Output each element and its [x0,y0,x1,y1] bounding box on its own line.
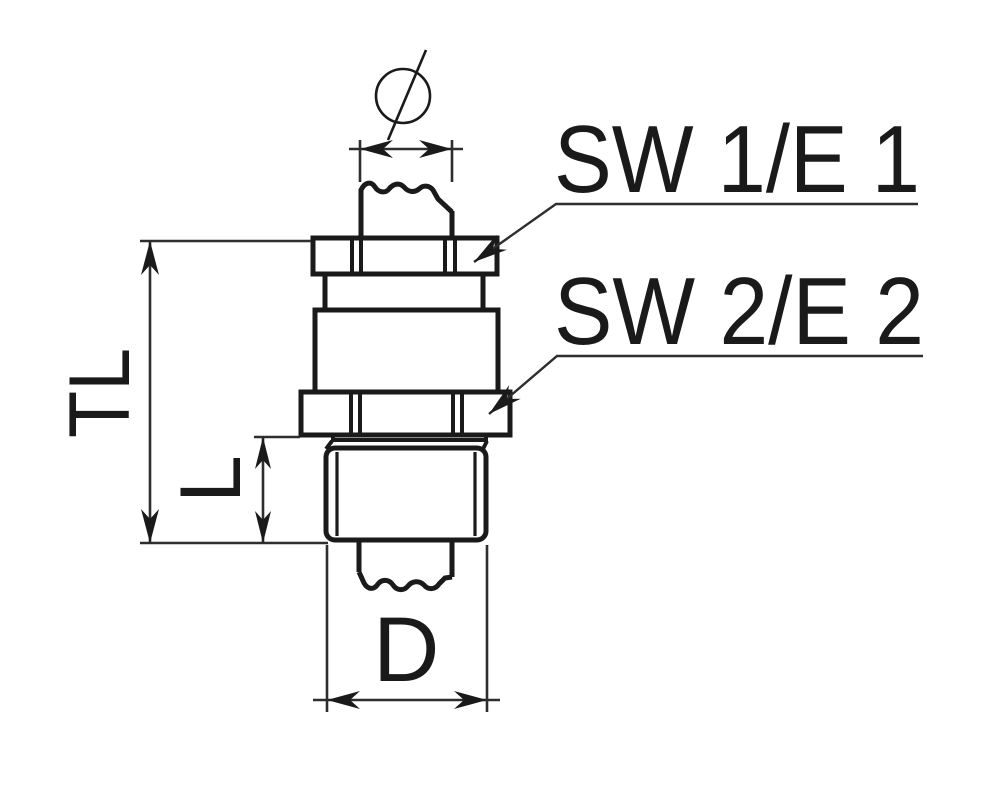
thread-outline [323,445,489,543]
tl-dimension: TL [52,239,328,545]
top-cable-break [358,180,455,238]
gland-neck [322,274,486,310]
diameter-icon [374,49,432,141]
d-dimension: D [313,545,500,712]
diameter-circle [374,67,432,125]
collar-chamfer-left [324,439,334,451]
cable-diameter-dimension [349,140,463,182]
arrowhead-down [255,511,271,543]
gland-body [312,307,501,395]
sw1-label: SW 1/E 1 [554,106,920,213]
sw1-callout: SW 1/E 1 [473,106,920,263]
bottom-cable-break [356,540,455,593]
body-outline [312,307,501,395]
arrowhead-down [141,509,159,543]
leader-arrowhead [489,385,521,414]
arrowhead-right [419,140,452,158]
arrowhead-up [141,241,159,275]
sw2-callout: SW 2/E 2 [488,258,924,415]
break-squiggle [358,180,454,214]
arrowhead-left [360,140,393,158]
arrowhead-left [327,691,360,709]
l-dimension-label: L [163,455,259,503]
leader-arrowhead [474,234,507,262]
threaded-section [323,445,489,543]
leader-line [473,202,918,263]
tl-dimension-label: TL [52,348,148,438]
sw2-label: SW 2/E 2 [554,258,924,365]
nut-outline [298,389,513,438]
diameter-slash [386,49,428,141]
d-dimension-label: D [373,599,439,701]
hex-nut-2 [298,389,513,438]
arrowhead-up [255,437,271,469]
leader-line [488,354,923,415]
hex-nut-1 [310,235,500,277]
nut-outline [310,235,500,277]
l-dimension: L [163,435,300,544]
arrowhead-right [454,691,487,709]
break-squiggle [356,570,453,593]
